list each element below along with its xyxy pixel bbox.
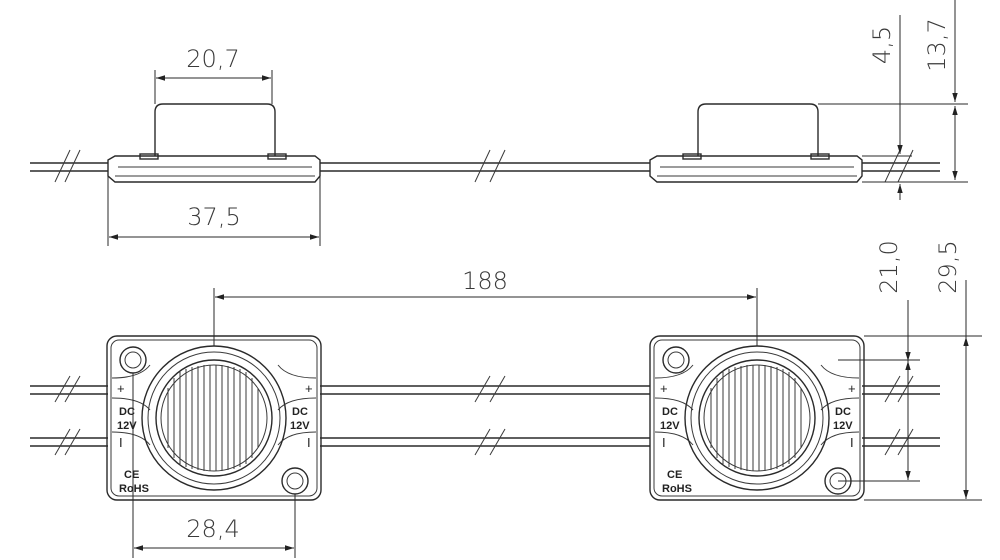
plus-mark: +: [305, 381, 313, 396]
minus-mark: I: [307, 435, 311, 450]
cable-break-marks: [54, 149, 914, 183]
plus-mark: +: [848, 381, 856, 396]
mount-hole-bottom: [281, 467, 309, 495]
voltage-label: 12V: [290, 420, 310, 432]
lens-ribs: [167, 365, 259, 471]
voltage-label: 12V: [833, 420, 853, 432]
minus-mark: I: [119, 435, 123, 450]
ce-mark: CE: [124, 469, 139, 481]
dc-label: DC: [292, 406, 308, 418]
cable-break-marks-plan: [54, 375, 914, 456]
rohs-mark: RoHS: [662, 483, 692, 495]
plan-view: + + I I DC 12V DC 12V CE RoHS: [30, 240, 982, 558]
dim-pitch: 188: [462, 267, 508, 295]
dim-module-width: 29,5: [934, 240, 962, 293]
mount-hole-top: [119, 346, 147, 374]
plus-mark: +: [660, 381, 668, 396]
rohs-mark: RoHS: [119, 483, 149, 495]
minus-mark: I: [662, 435, 666, 450]
lens-ribs: [710, 365, 802, 471]
module-plan-left: + + I I DC 12V DC 12V CE RoHS: [106, 335, 322, 501]
voltage-label: 12V: [117, 420, 137, 432]
dim-lens-height: 4,5: [868, 26, 896, 64]
dc-label: DC: [119, 406, 135, 418]
ce-mark: CE: [667, 469, 682, 481]
dim-total-height: 13,7: [923, 18, 951, 71]
dim-hole-spacing: 28,4: [186, 515, 239, 543]
dc-label: DC: [662, 406, 678, 418]
dim-body-length: 37,5: [187, 203, 240, 231]
dim-hole-offset: 21,0: [875, 240, 903, 293]
mount-hole-top: [662, 346, 690, 374]
module-side-right: [649, 103, 863, 183]
minus-mark: I: [850, 435, 854, 450]
module-plan-right: + + I I DC 12V DC 12V CE RoHS: [649, 335, 865, 501]
plus-mark: +: [117, 381, 125, 396]
voltage-label: 12V: [660, 420, 680, 432]
dim-lens-width: 20,7: [186, 45, 239, 73]
side-view: 20,7 37,5 4,5 13,7: [30, 0, 968, 246]
module-side-left: [107, 103, 321, 183]
dc-label: DC: [835, 406, 851, 418]
